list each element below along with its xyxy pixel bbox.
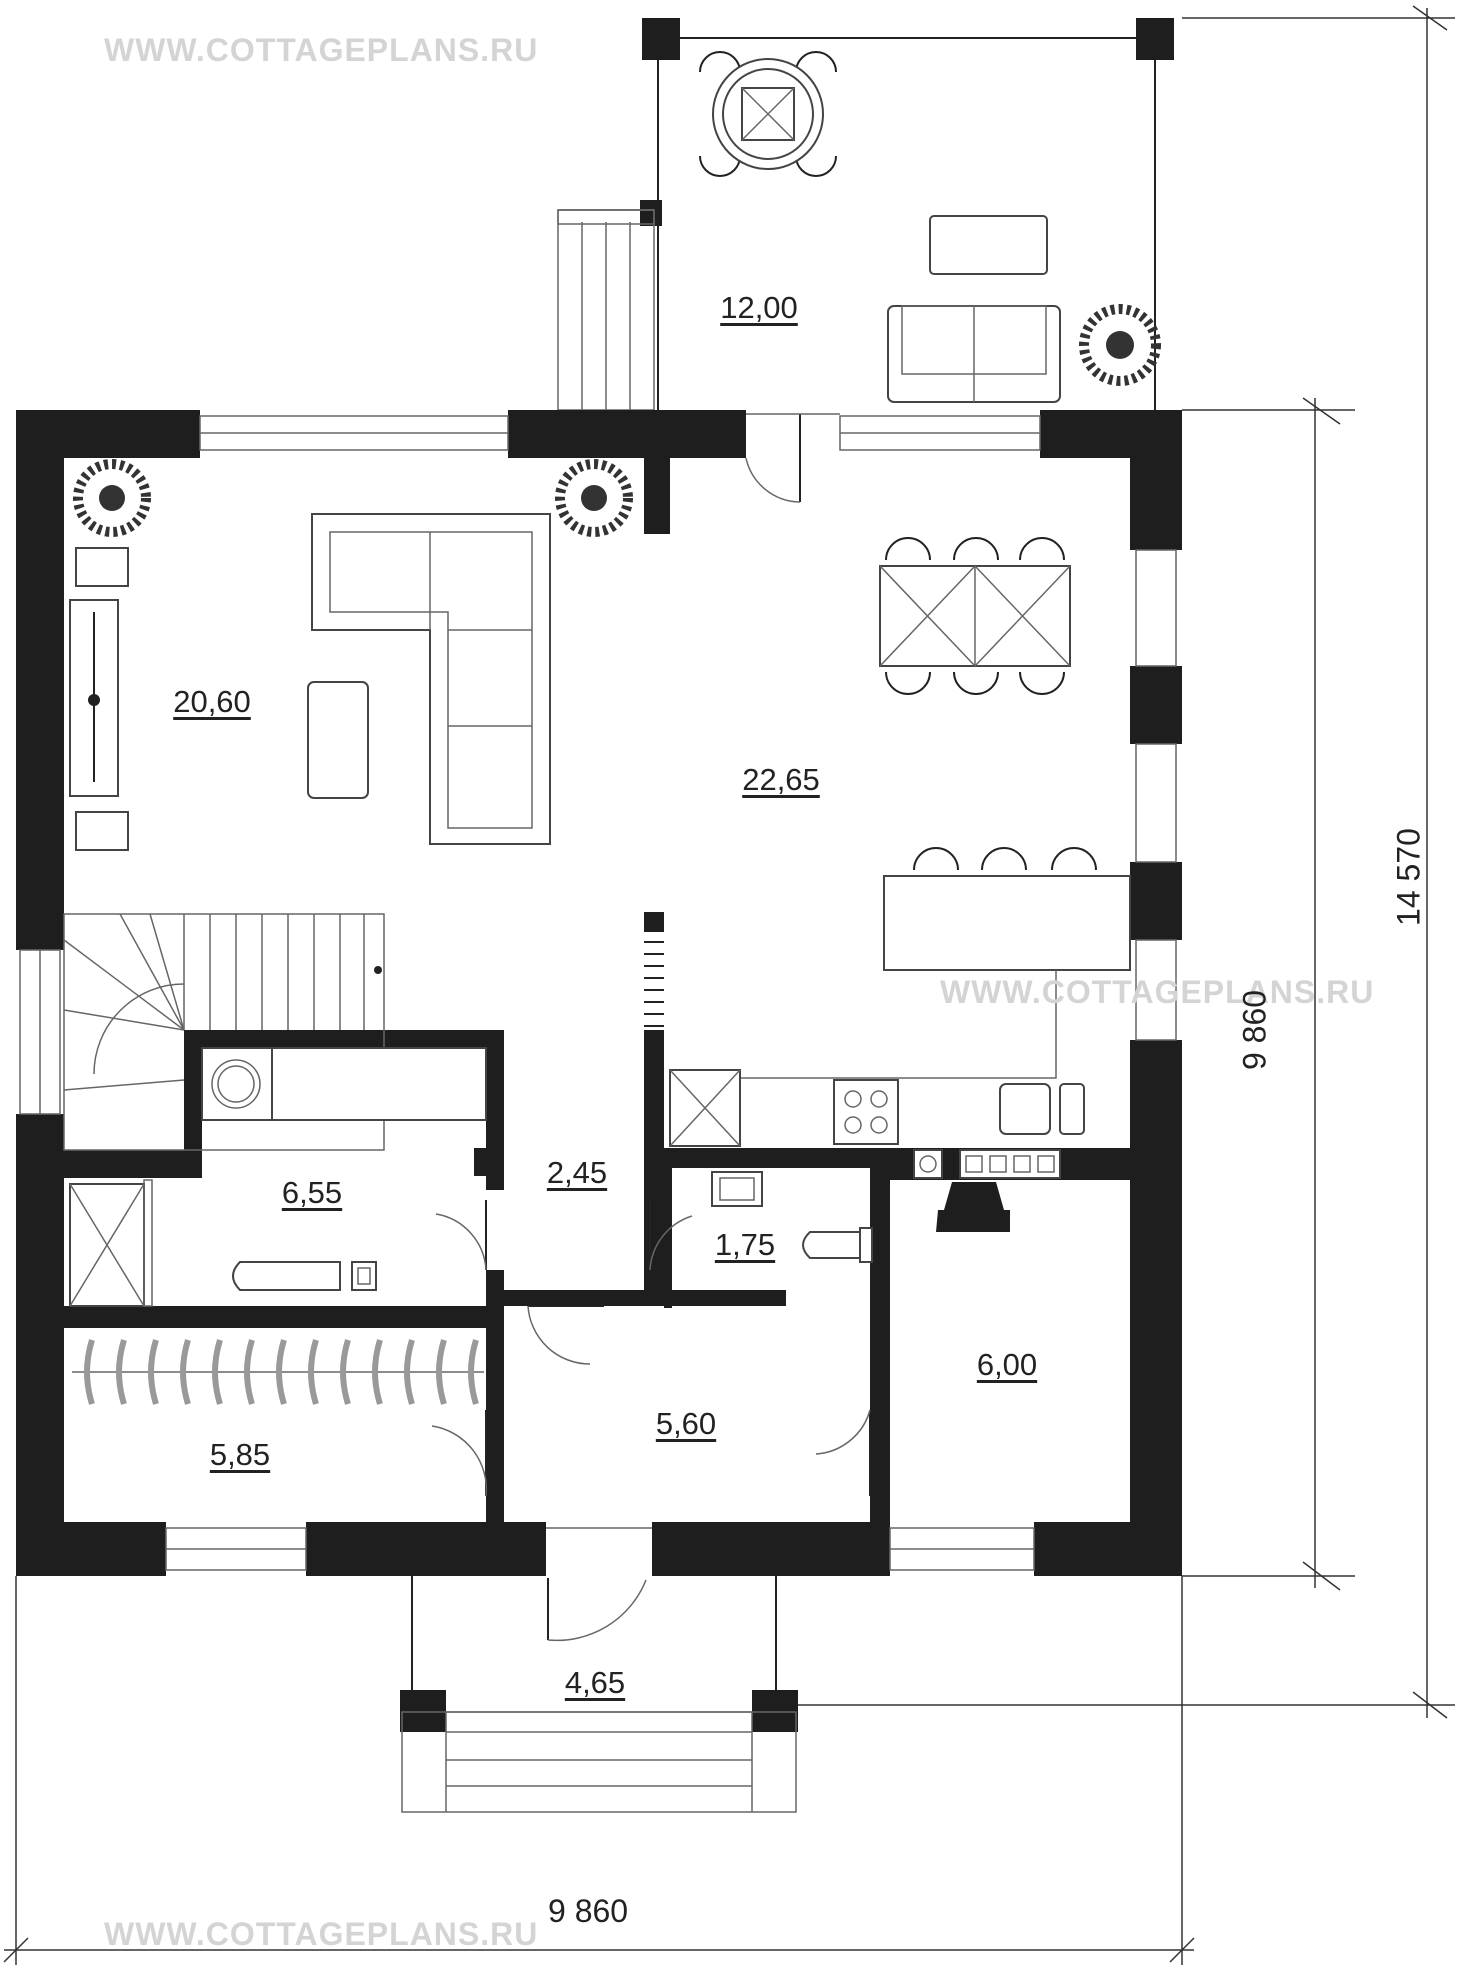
living-plant-left (73, 459, 151, 537)
windows (19, 415, 1177, 1571)
kitchen-counter (669, 970, 1085, 1147)
area-laundry: 6,55 (281, 1175, 343, 1210)
terrace-sofa (887, 305, 1061, 403)
round-table (699, 51, 837, 177)
boiler-room (913, 1149, 1061, 1232)
area-boiler-room: 6,00 (976, 1347, 1038, 1382)
dimension-lines (3, 5, 1455, 1965)
coffee-table (307, 681, 369, 799)
terrace (557, 18, 1174, 411)
area-entry: 5,60 (655, 1406, 717, 1441)
area-hall: 2,45 (546, 1155, 608, 1190)
watermark-top: WWW.COTTAGEPLANS.RU (104, 32, 539, 68)
cooktop (833, 1079, 899, 1145)
bar-counter (883, 847, 1131, 971)
kitchen-sink (999, 1083, 1051, 1135)
doors (431, 413, 871, 1642)
area-terrace: 12,00 (720, 290, 798, 325)
wardrobe-rail (72, 1339, 484, 1405)
living-room (69, 459, 633, 851)
kitchen-dining (644, 537, 1131, 1147)
area-kitchen-dining: 22,65 (742, 762, 820, 797)
watermark-bottom: WWW.COTTAGEPLANS.RU (104, 1916, 539, 1952)
area-wc: 1,75 (714, 1227, 776, 1262)
closet-left (69, 1179, 153, 1307)
porch (400, 1576, 798, 1813)
corner-sofa (311, 513, 551, 845)
area-living-room: 20,60 (173, 684, 251, 719)
dimension-house-depth: 9 860 (1236, 989, 1273, 1071)
ventilation-grille (644, 932, 664, 1030)
area-wardrobe: 5,85 (209, 1437, 271, 1472)
dining-table (879, 537, 1071, 695)
exterior-walls (16, 410, 1182, 1576)
laundry-room (201, 1047, 487, 1291)
watermark-middle: WWW.COTTAGEPLANS.RU (940, 974, 1375, 1010)
boiler (936, 1182, 1010, 1232)
terrace-plant (1079, 304, 1161, 386)
dimension-total-depth: 14 570 (1390, 828, 1427, 926)
wc-fixtures (711, 1171, 873, 1263)
tv-unit (69, 599, 119, 797)
dimension-width: 9 860 (548, 1893, 629, 1929)
terrace-coffee-table (929, 215, 1048, 275)
staircase (63, 913, 385, 1151)
porch-steps (401, 1711, 797, 1813)
living-plant-right (555, 459, 633, 537)
area-porch: 4,65 (564, 1665, 626, 1700)
terrace-steps (557, 209, 655, 411)
